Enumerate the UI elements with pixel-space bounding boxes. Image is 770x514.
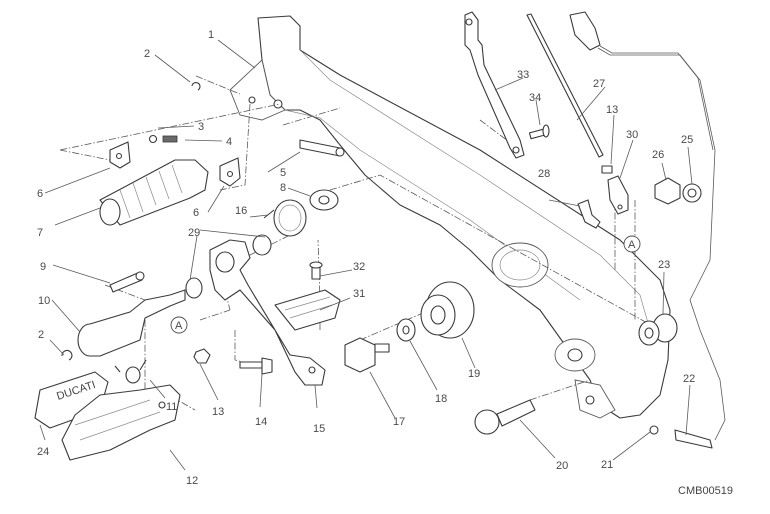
callout-33: 33 — [517, 69, 529, 81]
callout-20: 20 — [556, 460, 568, 472]
callout-12: 12 — [186, 475, 198, 487]
screw-32 — [309, 261, 323, 280]
o-ring-29-upper — [252, 234, 272, 256]
callout-8: 8 — [280, 182, 286, 194]
bushing-25 — [682, 183, 702, 203]
pedal-tip-plate-31 — [274, 289, 341, 331]
rubber-footpeg — [99, 159, 209, 226]
callout-27: 27 — [593, 78, 605, 90]
callout-5: 5 — [280, 167, 286, 179]
callout-21: 21 — [601, 459, 613, 471]
screw-34 — [528, 124, 550, 140]
callout-6: 6 — [193, 207, 199, 219]
callout-25: 25 — [681, 134, 693, 146]
brake-pedal-lever — [209, 239, 326, 386]
callout-15: 15 — [313, 423, 325, 435]
callout-24: 24 — [37, 446, 49, 458]
callout-10: 10 — [38, 295, 50, 307]
callout-30: 30 — [626, 129, 638, 141]
footpeg-pivot-10 — [77, 289, 186, 357]
o-ring-29-lower — [185, 277, 203, 299]
callout-labels: 1 2 3 4 5 6 6 7 8 9 10 2 11 12 13 14 15 … — [37, 29, 695, 487]
nut-13-left — [193, 348, 211, 364]
bushing-19 — [420, 281, 475, 339]
clevis-30 — [607, 175, 629, 215]
pin-9 — [109, 271, 145, 293]
callout-16: 16 — [235, 205, 247, 217]
callout-18: 18 — [435, 393, 447, 405]
footrest-bracket-plate — [229, 15, 671, 419]
callout-2: 2 — [144, 48, 150, 60]
reference-marker-a-left-label: A — [175, 320, 183, 332]
washer-18 — [396, 318, 416, 342]
clevis-pin-28 — [577, 199, 601, 229]
callout-3: 3 — [198, 121, 204, 133]
spacer-26 — [654, 177, 681, 205]
callout-6: 6 — [37, 188, 43, 200]
callout-28: 28 — [538, 168, 550, 180]
circlip-2-lower — [61, 349, 73, 361]
callout-31: 31 — [353, 288, 365, 300]
nut-13-right — [601, 165, 613, 174]
callout-11: 11 — [166, 401, 177, 413]
callout-32: 32 — [353, 261, 365, 273]
callout-4: 4 — [226, 136, 232, 148]
callout-22: 22 — [683, 373, 695, 385]
callout-29: 29 — [188, 227, 200, 239]
bracket-33 — [464, 11, 525, 159]
callout-19: 19 — [468, 368, 480, 380]
callout-14: 14 — [255, 416, 267, 428]
footpeg-spring-11 — [114, 359, 147, 384]
return-spring-16 — [263, 199, 307, 237]
callout-7: 7 — [37, 227, 43, 239]
callout-13: 13 — [212, 406, 224, 418]
callout-17: 17 — [393, 416, 405, 428]
callout-2: 2 — [38, 329, 44, 341]
callout-26: 26 — [652, 149, 664, 161]
screw-20 — [474, 399, 536, 435]
reference-marker-a-right: A — [623, 235, 641, 253]
footpeg-plate-right — [219, 157, 241, 187]
footpeg-plate-left — [109, 141, 131, 169]
bushing-23 — [638, 313, 678, 346]
washer-8 — [309, 189, 339, 211]
leader-lines — [39, 39, 693, 471]
brake-light-switch-cable-22 — [569, 11, 726, 449]
offroad-footpeg-12 — [61, 384, 181, 461]
callout-34: 34 — [529, 92, 541, 104]
circlip-upper — [191, 82, 201, 91]
callout-13: 13 — [606, 104, 618, 116]
pivot-bolt-17 — [344, 337, 390, 373]
bolt-14 — [239, 357, 273, 375]
ball-and-spring — [148, 134, 178, 144]
reference-marker-a-left: A — [170, 316, 188, 334]
reference-marker-a-right-label: A — [628, 239, 636, 251]
callout-9: 9 — [40, 261, 46, 273]
rubber-insert-24: DUCATI — [34, 371, 109, 429]
drawing-code: CMB00519 — [678, 485, 733, 497]
pin-5 — [299, 139, 345, 157]
pushrod-27 — [526, 13, 604, 158]
callout-1: 1 — [208, 29, 214, 41]
callout-23: 23 — [658, 259, 670, 271]
